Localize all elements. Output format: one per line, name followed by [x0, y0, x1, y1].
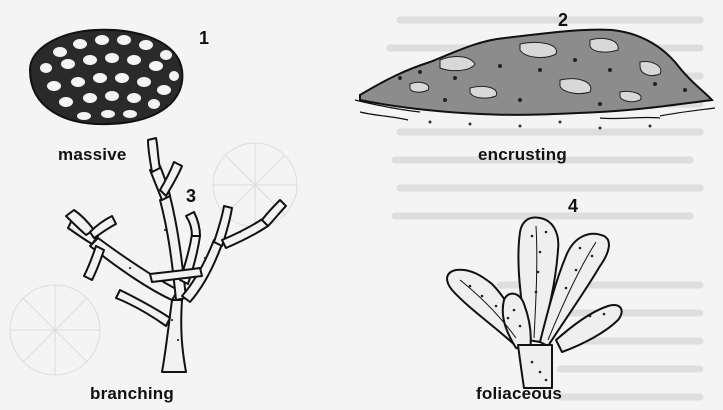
panel-4-label: foliaceous	[476, 384, 562, 404]
panel-4-number: 4	[568, 196, 578, 217]
